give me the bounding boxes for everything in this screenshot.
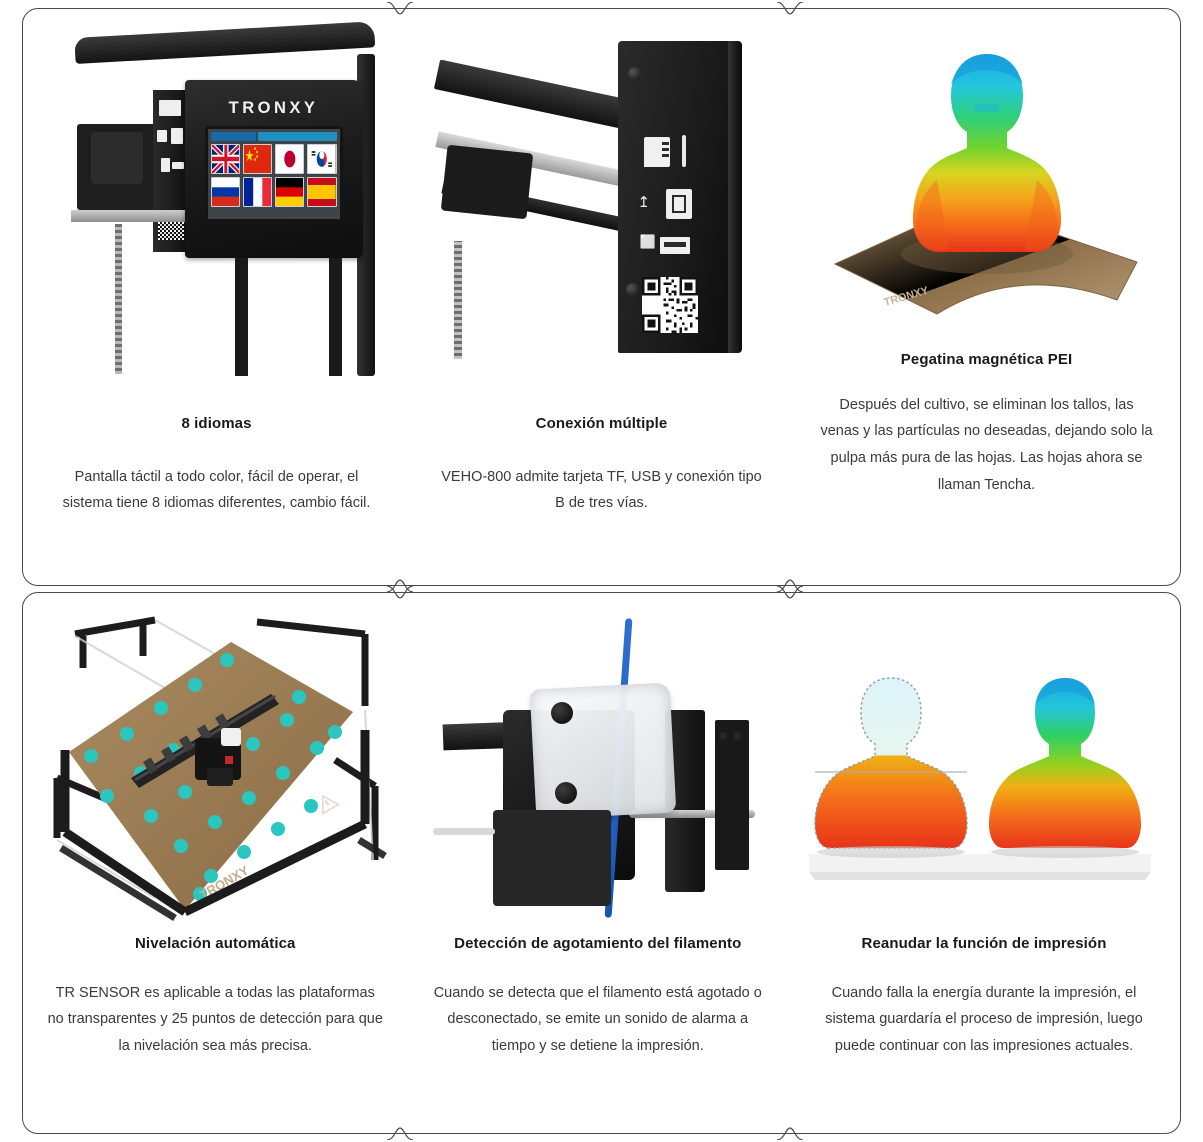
flag-france-icon xyxy=(242,176,273,207)
bolt-icon xyxy=(550,702,573,724)
screw-icon xyxy=(625,283,639,296)
image-container-nivelacion-automatica: TRONXY xyxy=(34,592,397,932)
feature-row-1: TRONXY xyxy=(0,2,1203,592)
usb-symbol-icon: ↥ xyxy=(637,194,651,211)
feature-heading-deteccion-filamento: Detección de agotamiento del filamento xyxy=(454,935,742,952)
touchscreen-display xyxy=(204,126,343,222)
usb-type-b-port-icon xyxy=(665,189,692,219)
usb-type-a-port-icon xyxy=(659,237,690,254)
bolt-icon xyxy=(554,782,577,804)
feature-cell-8-idiomas: TRONXY xyxy=(24,8,409,586)
qr-code-icon xyxy=(641,277,698,333)
flag-germany-icon xyxy=(274,176,305,207)
hot-surface-warning-icon xyxy=(322,794,341,815)
feature-heading-reanudar-impresion: Reanudar la función de impresión xyxy=(861,935,1107,952)
tronxy-touchscreen-language-photo: TRONXY xyxy=(57,21,377,378)
flag-south-korea-icon xyxy=(306,144,337,174)
flag-spain-icon xyxy=(306,176,337,207)
extruder-filament-sensor-photo xyxy=(432,614,763,924)
feature-heading-8-idiomas: 8 idiomas xyxy=(181,415,252,432)
card-slot-line-icon xyxy=(681,135,686,167)
x-gantry xyxy=(131,694,280,788)
auto-leveling-bed-photo: TRONXY xyxy=(35,610,395,928)
feature-cell-reanudar-impresion: Reanudar la función de impresión Cuando … xyxy=(789,592,1179,1134)
flag-russia-icon xyxy=(210,176,241,207)
image-container-8-idiomas: TRONXY xyxy=(34,8,399,380)
feature-body-8-idiomas: Pantalla táctil a todo color, fácil de o… xyxy=(62,468,371,512)
tf-card-slot-icon xyxy=(643,137,670,167)
flag-japan-icon xyxy=(274,144,305,174)
image-container-reanudar-impresion xyxy=(799,592,1169,932)
image-container-pegatina-pei: TRONXY xyxy=(804,8,1169,344)
feature-body-pegatina-pei: Después del cultivo, se eliminan los tal… xyxy=(820,396,1153,493)
flag-china-icon xyxy=(242,144,273,174)
usb-small-port-icon: ⬜ xyxy=(639,234,656,249)
feature-row-2: TRONXY xyxy=(0,586,1203,1140)
feature-body-reanudar-impresion: Cuando falla la energía durante la impre… xyxy=(825,984,1143,1055)
resume-printing-comparison-photo xyxy=(799,652,1169,914)
feature-cell-deteccion-filamento: Detección de agotamiento del filamento C… xyxy=(407,592,790,1134)
feature-body-conexion-multiple: VEHO-800 admite tarjeta TF, USB y conexi… xyxy=(441,468,762,512)
translucent-extruder-housing xyxy=(529,682,677,820)
image-container-deteccion-filamento xyxy=(417,592,780,932)
feature-cell-conexion-multiple: ↥ ⬜ xyxy=(409,8,794,586)
feature-heading-nivelacion-automatica: Nivelación automática xyxy=(135,935,296,952)
feature-heading-pegatina-pei: Pegatina magnética PEI xyxy=(900,351,1073,368)
device-brand-label: TRONXY xyxy=(228,99,319,117)
feature-cell-nivelacion-automatica: TRONXY xyxy=(24,592,407,1134)
feature-heading-conexion-multiple: Conexión múltiple xyxy=(535,415,668,432)
incomplete-print-bust xyxy=(814,677,968,849)
flag-uk-icon xyxy=(210,144,241,174)
printer-ports-panel-photo: ↥ ⬜ xyxy=(432,29,772,377)
rainbow-bust-on-pei-sheet-photo: TRONXY xyxy=(817,14,1157,344)
rainbow-bust-model xyxy=(912,54,1061,252)
completed-print-bust xyxy=(989,678,1141,848)
screw-icon xyxy=(627,67,641,80)
feature-body-nivelacion-automatica: TR SENSOR es aplicable a todas las plata… xyxy=(47,984,383,1055)
feature-cell-pegatina-pei: TRONXY xyxy=(794,8,1179,586)
feature-body-deteccion-filamento: Cuando se detecta que el filamento está … xyxy=(433,984,762,1055)
image-container-conexion-multiple: ↥ ⬜ xyxy=(419,8,784,380)
